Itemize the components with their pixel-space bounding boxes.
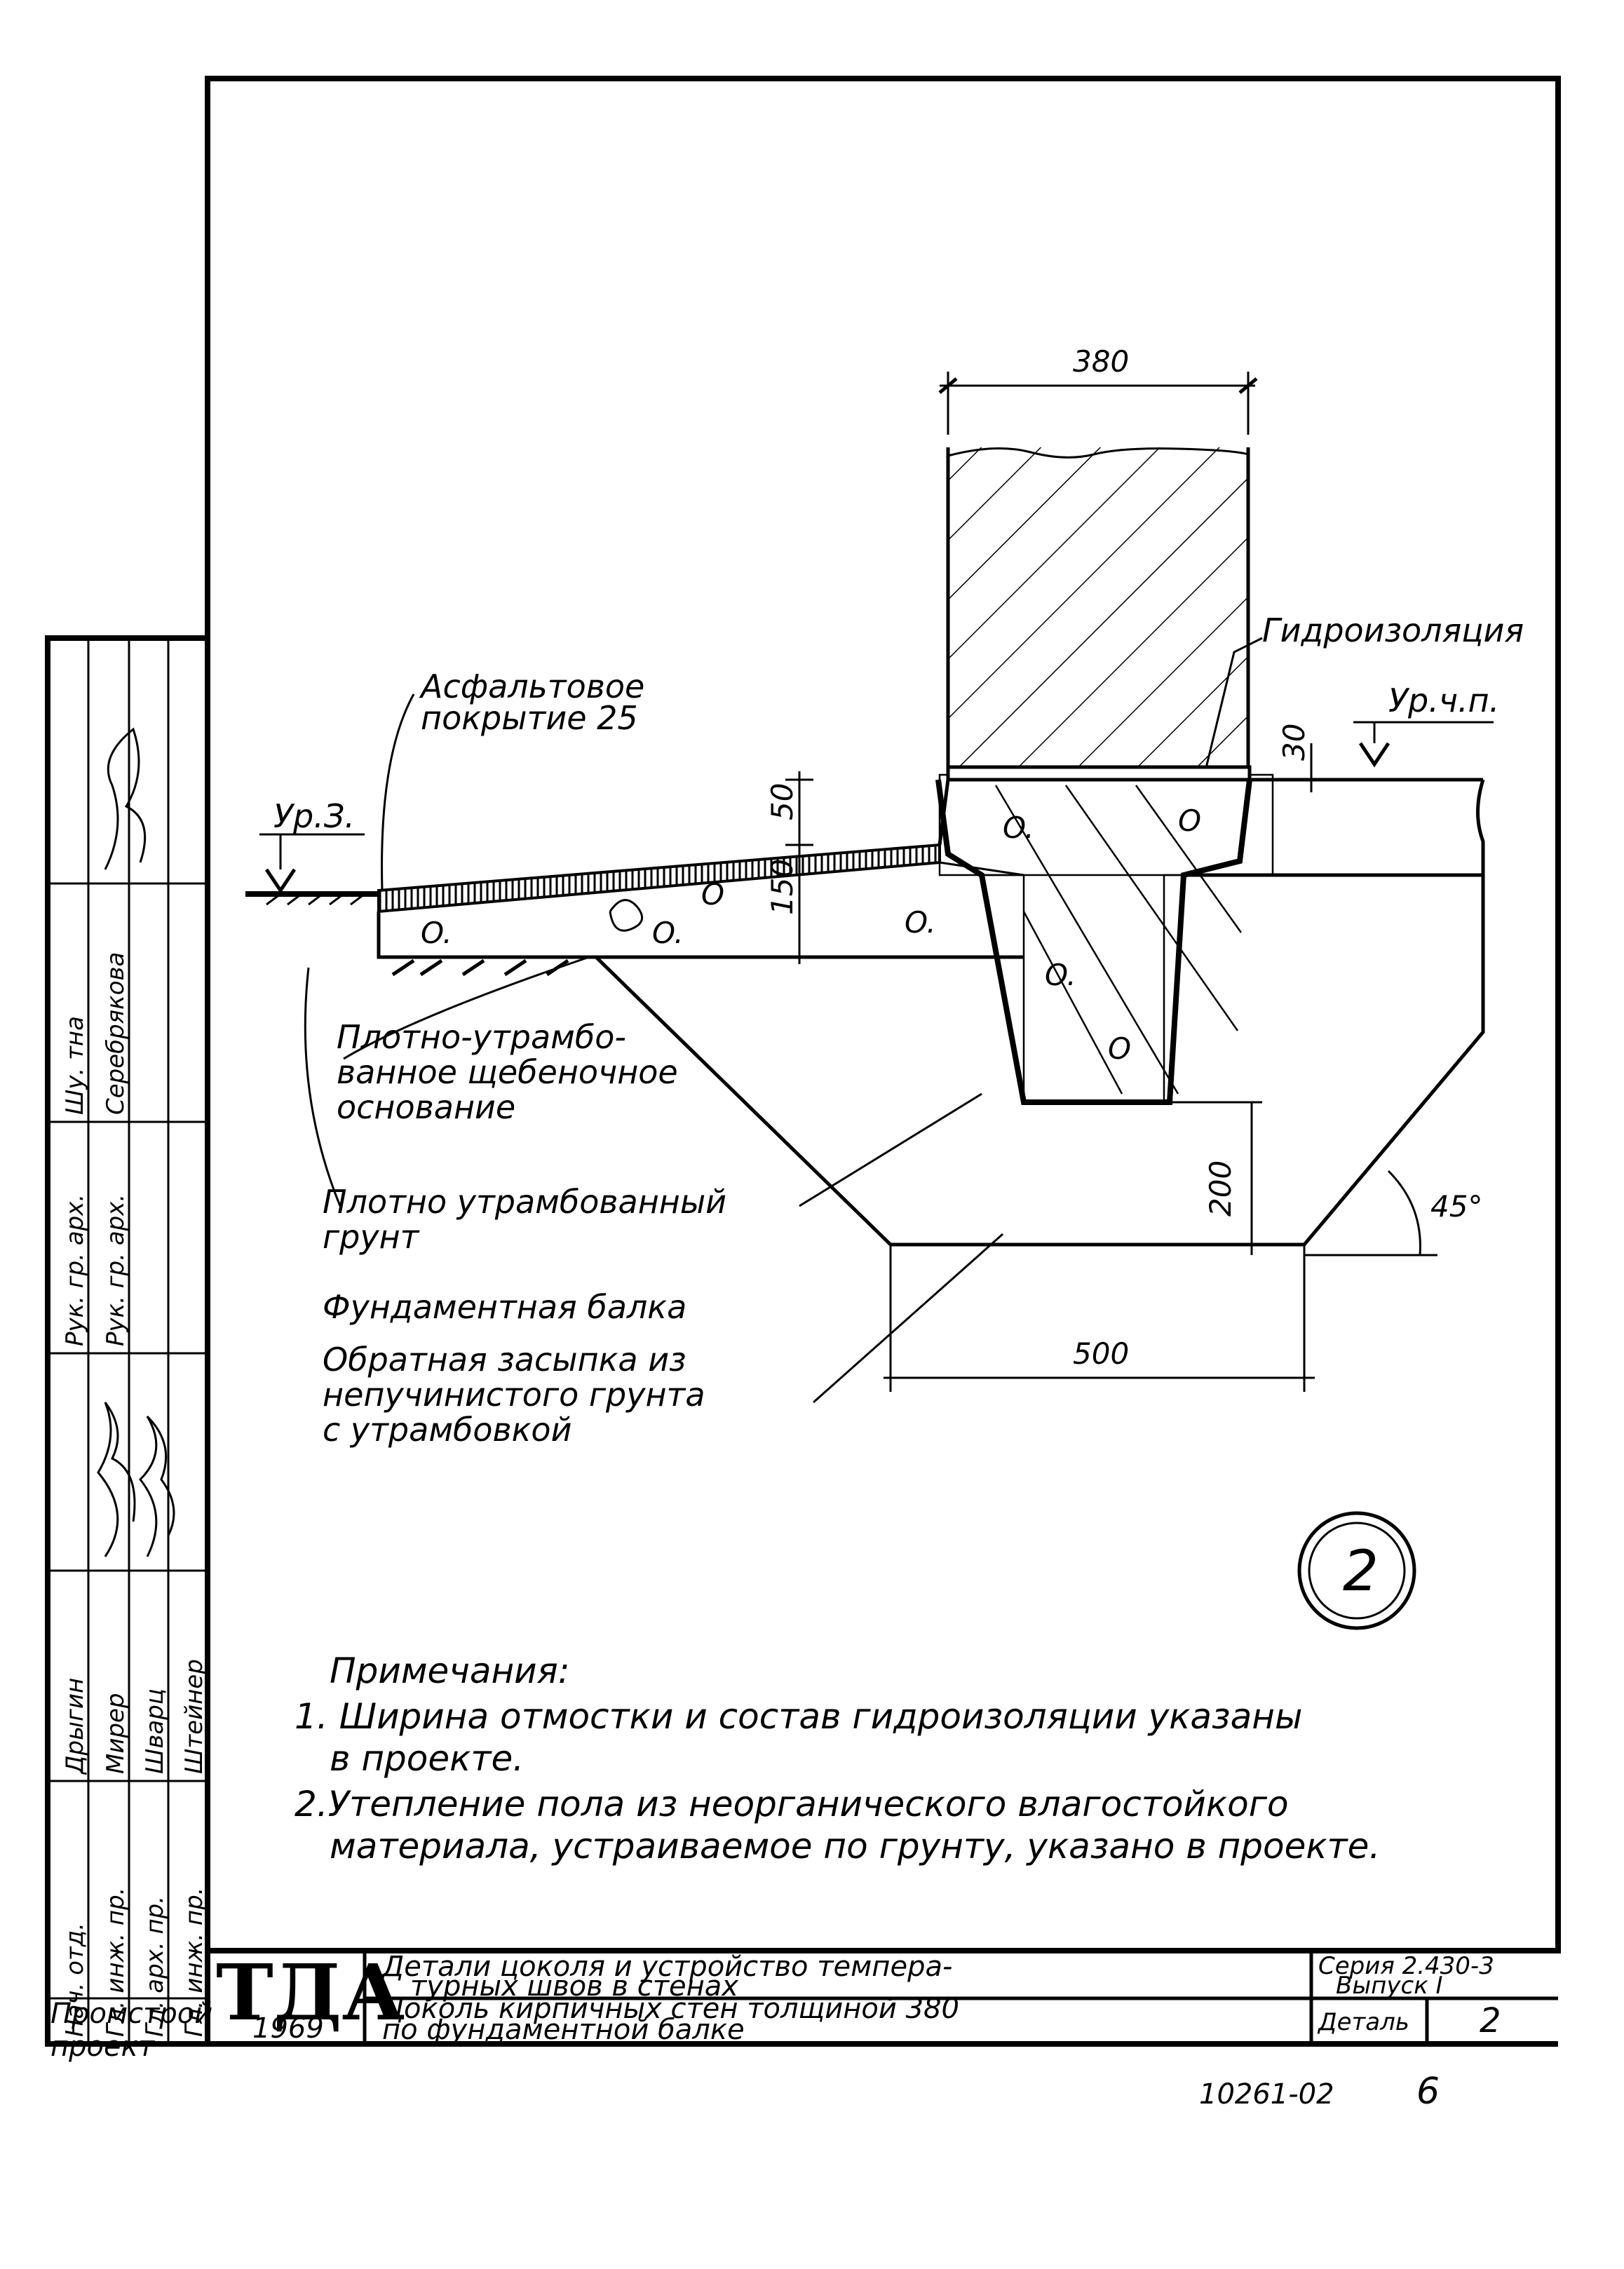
label-soil-2: грунт (323, 1218, 420, 1256)
backfill-zone (595, 875, 1485, 1247)
name-3: Шварц (141, 1688, 169, 1774)
year: 1969 (252, 2012, 324, 2045)
dim-beam-depth: 200 (1168, 1101, 1262, 1255)
level-floor: Ур.ч.п. (1353, 682, 1499, 768)
detail-marker-text: 2 (1343, 1538, 1379, 1604)
subtitle-line-1: Цоколь кирпичных стен толщиной 380 (382, 1993, 959, 2025)
level-ground: Ур.З. (259, 797, 365, 894)
dim-beam-width-text: 500 (1073, 1336, 1129, 1371)
label-soil-1: Плотно утрамбованный (323, 1183, 726, 1221)
foundation-beam: O. O O. O (935, 779, 1252, 1105)
dim-asphalt-text: 50 (765, 783, 799, 820)
dim-pavement: 50 150 (765, 771, 813, 964)
signature-scribble-2 (97, 1402, 136, 1557)
org-line-1: Промстрой (50, 1998, 212, 2030)
section-drawing: O. O O. O O. O. O. O (245, 344, 1524, 1630)
role-6: Рук. гр. арх. (102, 1194, 130, 1346)
role-1: Нач. отд. (61, 1923, 89, 2037)
svg-text:O.: O. (905, 905, 936, 940)
note-1-line-1: 1. Ширина отмостки и состав гидроизоляци… (295, 1696, 1302, 1737)
note-1-line-2: в проекте. (330, 1738, 524, 1779)
label-crushed-2: ванное щебеночное (337, 1053, 678, 1091)
label-asphalt-2: покрытие 25 (421, 699, 638, 737)
dim-beam-depth-text: 200 (1203, 1160, 1238, 1217)
svg-text:O: O (701, 877, 724, 912)
notes-heading: Примечания: (330, 1651, 570, 1691)
dim-wall-width: 380 (938, 344, 1258, 435)
label-backfill-1: Обратная засыпка из (323, 1341, 686, 1379)
title-line-2: турных швов в стенах (410, 1970, 738, 2003)
label-crushed-1: Плотно-утрамбо- (337, 1018, 626, 1056)
role-3: Гл. арх. пр. (141, 1896, 169, 2037)
note-2-line-2: материала, устраиваемое по грунту, указа… (330, 1826, 1380, 1867)
detail-number: 2 (1480, 2001, 1501, 2040)
svg-text:O.: O. (652, 916, 684, 950)
role-2: Гл. инж. пр. (102, 1888, 130, 2037)
name-5: Серебрякова (102, 952, 130, 1115)
name-4: Штейнер (180, 1659, 208, 1774)
brick-wall (946, 447, 1250, 767)
label-backfill-3: с утрамбовкой (323, 1411, 571, 1449)
ground-hatch (245, 891, 569, 977)
name-2: Мирер (102, 1693, 130, 1774)
label-backfill-2: непучинистого грунта (323, 1376, 705, 1414)
org-mark: ТДА (216, 1947, 405, 2038)
title-block: ТДА Промстрой проект 1969 Детали цоколя … (48, 1947, 1558, 2113)
dim-waterproof-text: 30 (1277, 724, 1311, 761)
svg-text:O.: O. (1003, 811, 1034, 845)
role-5: Рук. гр. арх. (61, 1194, 89, 1346)
detail-marker: 2 (1297, 1511, 1416, 1630)
dim-beam-width: 500 (884, 1245, 1315, 1392)
title-line-1: Детали цоколя и устройство темпера- (381, 1951, 952, 1983)
signature-scribble-1 (104, 727, 147, 870)
leader-lines (304, 637, 1263, 1404)
doc-number: 10261-02 (1199, 2078, 1334, 2111)
foundation-beam-outline (938, 773, 1274, 1104)
label-asphalt-1: Асфальтовое (419, 668, 644, 705)
crushed-stone-base: O. O. O. O (377, 861, 1024, 959)
subtitle-line-2: по фундаментной балке (382, 2014, 745, 2046)
svg-text:O.: O. (1045, 958, 1076, 992)
name-1: Дрыгин (61, 1678, 89, 1775)
role-7: Шу. тна (61, 1016, 89, 1115)
detail-label: Деталь (1317, 2008, 1409, 2036)
signature-scribble-3 (138, 1415, 175, 1557)
svg-text:O: O (1178, 804, 1201, 838)
floor-slab (1185, 779, 1485, 883)
svg-text:O.: O. (421, 916, 452, 950)
dim-base-text: 150 (765, 859, 799, 915)
note-2-line-1: 2.Утепление пола из неорганического влаг… (295, 1784, 1289, 1824)
sheet-number: 6 (1416, 2071, 1440, 2113)
label-crushed-3: основание (337, 1088, 515, 1126)
label-beam: Фундаментная балка (323, 1288, 686, 1326)
dim-angle-text: 45° (1430, 1189, 1482, 1224)
waterproof-layer (946, 765, 1483, 782)
asphalt-pavement (377, 779, 950, 914)
org-line-2: проект (50, 2031, 156, 2063)
signature-block: Нач. отд. Гл. инж. пр. Гл. арх. пр. Гл. … (45, 635, 210, 2047)
level-floor-text: Ур.ч.п. (1388, 682, 1499, 719)
label-waterproofing: Гидроизоляция (1262, 611, 1524, 649)
series-line-2: Выпуск I (1336, 1972, 1443, 2000)
dim-angle: 45° (1304, 1170, 1482, 1257)
level-ground-text: Ур.З. (273, 797, 355, 835)
notes: Примечания: 1. Ширина отмостки и состав … (295, 1651, 1380, 1867)
dim-wall-width-text: 380 (1073, 344, 1129, 379)
series-line-1: Серия 2.430-3 (1318, 1952, 1494, 1980)
role-4: Гл. инж. пр. (180, 1888, 208, 2037)
svg-text:O: O (1108, 1031, 1131, 1066)
dim-waterproof: 30 (1277, 724, 1313, 792)
